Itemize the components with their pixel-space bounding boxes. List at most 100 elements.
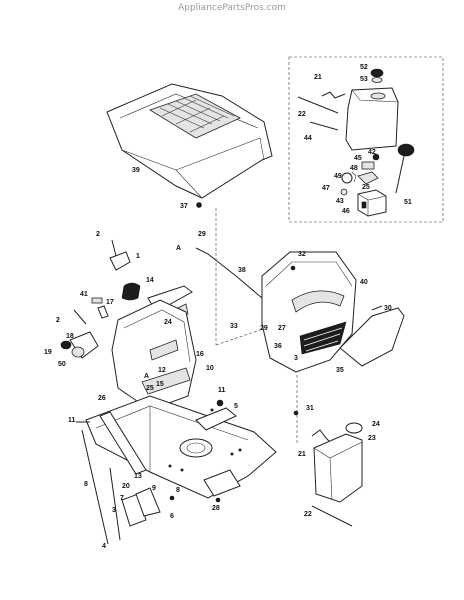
label-21: 21: [314, 74, 322, 81]
label-4: 4: [102, 543, 106, 550]
label-46: 46: [342, 208, 350, 215]
inset-fuel-tank-group: [288, 56, 444, 223]
bracket-9: [135, 487, 161, 517]
label-20: 20: [122, 483, 130, 490]
hood-assembly-39: [106, 83, 273, 208]
chassis-frame: [85, 395, 299, 499]
lens-35: [339, 307, 405, 367]
fuel-tank-23: [313, 433, 363, 503]
label-26: 26: [98, 395, 106, 402]
fuel-tank-lower-group: [311, 422, 363, 527]
label-3b: 3: [112, 507, 116, 514]
front-grille-40: [261, 251, 357, 373]
mount-25: [357, 171, 379, 185]
label-25: 25: [362, 184, 370, 191]
clip-44: [309, 121, 339, 131]
steering-assembly: [60, 239, 197, 411]
cable-2: [73, 309, 87, 325]
bolt-8b: [169, 495, 175, 501]
label-8a: 8: [84, 481, 88, 488]
label-2a: 2: [96, 231, 100, 238]
label-32: 32: [298, 251, 306, 258]
rod-3: [109, 467, 121, 541]
label-35: 35: [336, 367, 344, 374]
bolt-5: [216, 399, 224, 407]
bolt-28: [215, 497, 221, 503]
label-27: 27: [278, 325, 286, 332]
label-17: 17: [106, 299, 114, 306]
label-44: 44: [304, 135, 312, 142]
label-51: 51: [404, 199, 412, 206]
label-21b: 21: [298, 451, 306, 458]
throttle-cable-38: [195, 247, 269, 305]
label-12: 12: [158, 367, 166, 374]
label-24b: 24: [372, 421, 380, 428]
label-38: 38: [238, 267, 246, 274]
label-31: 31: [306, 405, 314, 412]
label-18: 18: [66, 333, 74, 340]
label-24a: 24: [164, 319, 172, 326]
label-22: 22: [298, 111, 306, 118]
label-50: 50: [58, 361, 66, 368]
tie-strap-22: [297, 96, 339, 114]
inset-border: [288, 56, 444, 223]
label-15: 15: [156, 381, 164, 388]
frame-cutout: [179, 438, 213, 458]
label-30: 30: [384, 305, 392, 312]
label-52: 52: [360, 64, 368, 71]
label-10: 10: [206, 365, 214, 372]
fuel-cap-24: [345, 422, 363, 434]
grille-housing: [261, 251, 357, 373]
cap-gasket-53: [371, 77, 383, 83]
label-23: 23: [368, 435, 376, 442]
label-39: 39: [132, 167, 140, 174]
watermark-text: AppliancePartsPros.com: [178, 3, 286, 13]
grommet-45: [372, 153, 380, 161]
fuel-gauge-51: [397, 143, 415, 157]
label-33: 33: [230, 323, 238, 330]
label-36: 36: [274, 343, 282, 350]
label-28: 28: [212, 505, 220, 512]
label-19: 19: [44, 349, 52, 356]
label-48: 48: [350, 165, 358, 172]
label-29b: 29: [260, 325, 268, 332]
label-8b: 8: [176, 487, 180, 494]
fuel-tank-42: [345, 87, 399, 151]
label-1: 1: [136, 253, 140, 260]
label-7: 7: [120, 495, 124, 502]
knob-19: [60, 340, 72, 350]
label-9: 9: [152, 485, 156, 492]
label-3a: 3: [294, 355, 298, 362]
label-42: 42: [368, 149, 376, 156]
battery-46: [357, 189, 387, 217]
label-5: 5: [234, 403, 238, 410]
inset-labels: 52 53 21 22 42 44 45 48 49 25 47 43 46 5…: [298, 64, 412, 215]
knob-14: [121, 282, 141, 301]
label-22b: 22: [304, 511, 312, 518]
frame-rail-left: [99, 411, 147, 475]
fitting-43: [340, 188, 348, 196]
label-6: 6: [170, 513, 174, 520]
fuel-line-21: [321, 91, 346, 99]
label-40: 40: [360, 279, 368, 286]
valve-47: [341, 172, 353, 184]
grommet-50: [71, 346, 85, 358]
bolt-31: [293, 410, 299, 416]
label-43: 43: [336, 198, 344, 205]
label-45: 45: [354, 155, 362, 162]
panel-slot-15: [141, 367, 191, 395]
label-29a: 29: [198, 231, 206, 238]
part-41: [91, 297, 103, 304]
bolt-37: [196, 202, 202, 208]
steering-bracket-1: [109, 251, 131, 271]
label-13: 13: [134, 473, 142, 480]
label-Ab: A: [144, 373, 149, 380]
label-25: 25: [146, 385, 154, 392]
label-14: 14: [146, 277, 154, 284]
label-11a: 11: [218, 387, 226, 394]
label-53: 53: [360, 76, 368, 83]
label-11b: 11: [68, 417, 76, 424]
label-2b: 2: [56, 317, 60, 324]
label-Aa: A: [176, 245, 181, 252]
